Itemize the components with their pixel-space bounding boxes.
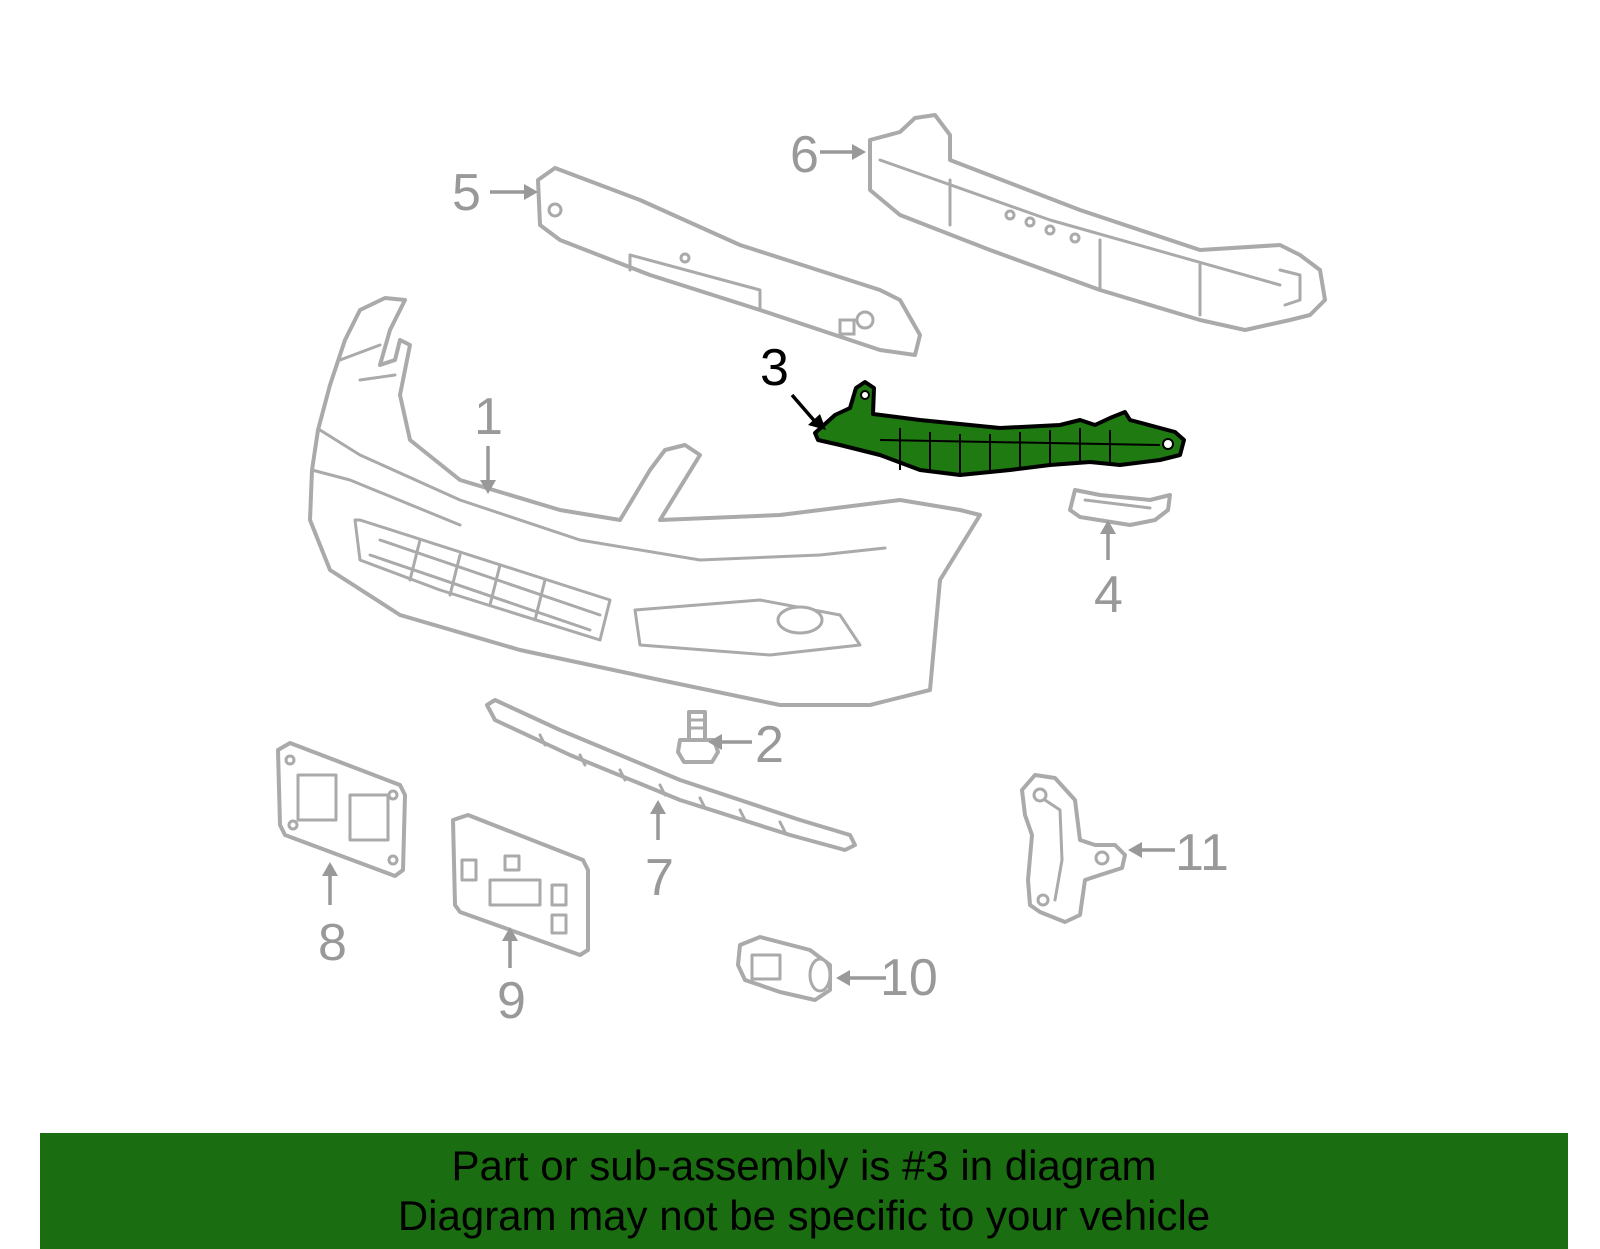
banner-line-1: Part or sub-assembly is #3 in diagram xyxy=(451,1142,1157,1189)
leader-2-arrowhead xyxy=(708,734,722,750)
part-8-license-bracket[interactable] xyxy=(276,741,407,878)
callout-6[interactable]: 6 xyxy=(790,126,819,184)
leader-9-arrowhead xyxy=(502,927,518,941)
banner-line-2: Diagram may not be specific to your vehi… xyxy=(397,1192,1211,1239)
leader-5-arrowhead xyxy=(524,184,538,200)
part-11-side-bracket[interactable] xyxy=(1020,773,1127,924)
part-10-sensor[interactable] xyxy=(736,935,832,1002)
leader-lines xyxy=(322,144,1175,986)
leader-3-arrowhead xyxy=(808,414,826,430)
callout-7[interactable]: 7 xyxy=(645,849,674,907)
part-7-molding-strip[interactable] xyxy=(485,698,857,852)
leader-1-arrowhead xyxy=(480,480,496,494)
callout-2[interactable]: 2 xyxy=(755,716,784,774)
part-6-reinforcement-beam[interactable] xyxy=(868,113,1327,332)
callout-3[interactable]: 3 xyxy=(760,339,789,397)
callout-labels: 1 2 3 4 5 6 7 8 9 10 11 xyxy=(318,126,1229,1030)
part-9-license-base[interactable] xyxy=(451,813,590,957)
part-4-small-bracket[interactable] xyxy=(1068,488,1172,527)
leader-6-arrowhead xyxy=(852,144,866,160)
callout-8[interactable]: 8 xyxy=(318,914,347,972)
part-5-energy-absorber[interactable] xyxy=(536,166,922,357)
leader-7-arrowhead xyxy=(650,800,666,814)
leader-4-arrowhead xyxy=(1100,520,1116,534)
callout-9[interactable]: 9 xyxy=(497,972,526,1030)
callout-1[interactable]: 1 xyxy=(474,388,503,446)
callout-4[interactable]: 4 xyxy=(1094,566,1123,624)
part-2-bolt[interactable] xyxy=(676,710,720,764)
callout-5[interactable]: 5 xyxy=(452,164,481,222)
leader-8-arrowhead xyxy=(322,862,338,876)
part-3-bumper-bracket-highlighted[interactable] xyxy=(813,380,1186,477)
leader-10-arrowhead xyxy=(836,970,850,986)
info-banner: Part or sub-assembly is #3 in diagram Di… xyxy=(40,1133,1568,1249)
callout-11[interactable]: 11 xyxy=(1175,824,1229,882)
leader-11-arrowhead xyxy=(1128,842,1142,858)
part-1-bumper-cover[interactable] xyxy=(308,296,982,707)
callout-10[interactable]: 10 xyxy=(880,949,938,1007)
